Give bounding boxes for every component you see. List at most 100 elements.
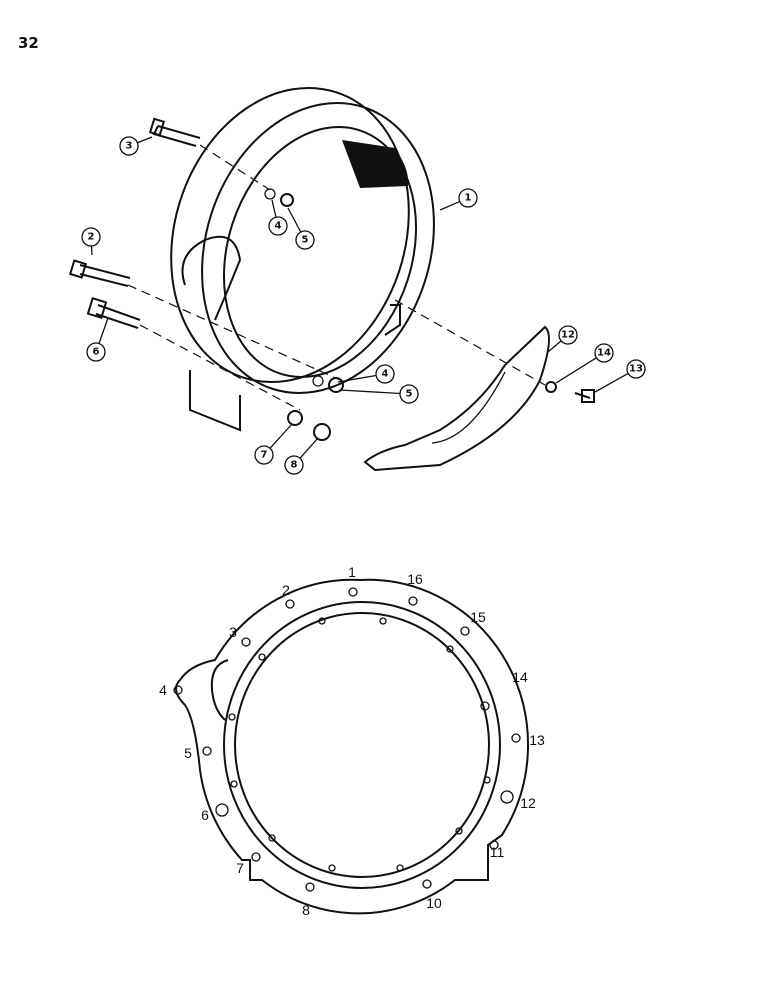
cover-plate — [363, 325, 550, 472]
callout-circle — [558, 325, 578, 345]
callout-13: 13 — [594, 359, 646, 393]
leader-line — [337, 374, 377, 383]
bolt-hole — [500, 790, 514, 804]
leader-line — [299, 437, 319, 459]
bolt-hole — [251, 852, 261, 862]
bolt-hole — [396, 864, 404, 872]
leader-line — [555, 357, 597, 384]
bolt-hole — [328, 864, 336, 872]
callout-circle — [295, 230, 315, 250]
bolt-hole — [446, 645, 454, 653]
bolt-hole — [348, 587, 358, 597]
leader-line — [137, 136, 153, 144]
callout-number: 2 — [88, 232, 95, 243]
hole-label-11: 11 — [490, 844, 505, 860]
callout-number: 1 — [465, 193, 472, 204]
leader-line — [287, 207, 302, 233]
hole-label-15: 15 — [470, 609, 486, 625]
callout-number: 4 — [382, 369, 389, 380]
callout-8: 8 — [284, 437, 319, 475]
bolt-hole — [480, 701, 490, 711]
bolt-hole — [408, 596, 418, 606]
bolt-hole — [258, 653, 266, 661]
callout-number: 5 — [302, 235, 309, 246]
bolt-hole — [173, 685, 183, 695]
bolt-hole — [489, 840, 499, 850]
callout-circle — [81, 227, 101, 247]
bolts-and-fasteners — [68, 117, 595, 441]
bolt-hole — [379, 617, 387, 625]
hole-label-2: 2 — [282, 582, 290, 598]
callout-6: 6 — [86, 317, 109, 362]
bolt-hole — [228, 713, 236, 721]
leader-line — [339, 389, 401, 395]
callout-3: 3 — [119, 136, 153, 156]
callout-5: 5 — [339, 384, 419, 404]
hole-label-1: 1 — [348, 564, 356, 580]
bolt-hole — [483, 776, 491, 784]
callout-number: 8 — [291, 460, 298, 471]
callout-2: 2 — [81, 227, 101, 256]
callout-circle — [254, 445, 274, 465]
hole-label-3: 3 — [229, 624, 237, 640]
hole-label-6: 6 — [201, 807, 209, 823]
callout-circle — [284, 455, 304, 475]
callout-circle — [594, 343, 614, 363]
callout-circle — [399, 384, 419, 404]
callout-circle — [268, 216, 288, 236]
callout-number: 5 — [406, 389, 413, 400]
callout-number: 4 — [275, 221, 282, 232]
alignment-lines — [127, 144, 546, 411]
bolt-hole — [285, 599, 295, 609]
callout-1: 1 — [439, 188, 478, 211]
callout-circle — [119, 136, 139, 156]
callout-4: 4 — [337, 364, 395, 384]
bolt-hole — [422, 879, 432, 889]
bolt-hole — [241, 637, 251, 647]
bolt-hole — [460, 626, 470, 636]
hole-label-16: 16 — [407, 571, 423, 587]
hole-label-8: 8 — [302, 902, 310, 918]
callout-12: 12 — [547, 325, 578, 353]
leader-line — [594, 372, 629, 393]
bolt-holes — [173, 587, 521, 892]
callout-number: 7 — [261, 450, 268, 461]
bolt-hole — [455, 827, 463, 835]
flywheel-housing — [170, 86, 435, 432]
leader-line — [269, 423, 293, 449]
bolt-hole — [318, 617, 326, 625]
callout-14: 14 — [555, 343, 614, 384]
bolt-hole — [202, 746, 212, 756]
callout-4: 4 — [268, 199, 288, 236]
leader-line — [547, 340, 562, 353]
hole-label-4: 4 — [159, 682, 167, 698]
hole-label-5: 5 — [184, 745, 192, 761]
callout-circle — [458, 188, 478, 208]
callout-number: 12 — [561, 330, 575, 341]
callout-number: 14 — [597, 348, 611, 359]
bolt-hole — [215, 803, 229, 817]
bolt-hole — [230, 780, 238, 788]
callout-circle — [375, 364, 395, 384]
bolt-hole — [511, 733, 521, 743]
hole-label-7: 7 — [236, 860, 244, 876]
hole-label-14: 14 — [512, 669, 528, 685]
leader-line — [439, 200, 460, 211]
page-number: 32 — [18, 34, 39, 52]
callout-number: 13 — [629, 364, 643, 375]
leader-line — [271, 199, 277, 218]
bolt-hole — [305, 882, 315, 892]
bolt-pattern-drawing — [175, 578, 530, 915]
callout-circle — [626, 359, 646, 379]
hole-label-13: 13 — [529, 732, 545, 748]
bolt-hole — [268, 834, 276, 842]
callout-circle — [86, 342, 106, 362]
callout-7: 7 — [254, 423, 293, 465]
callout-5: 5 — [287, 207, 315, 250]
hole-label-12: 12 — [520, 795, 536, 811]
callout-number: 3 — [126, 141, 133, 152]
leader-line — [98, 317, 109, 344]
